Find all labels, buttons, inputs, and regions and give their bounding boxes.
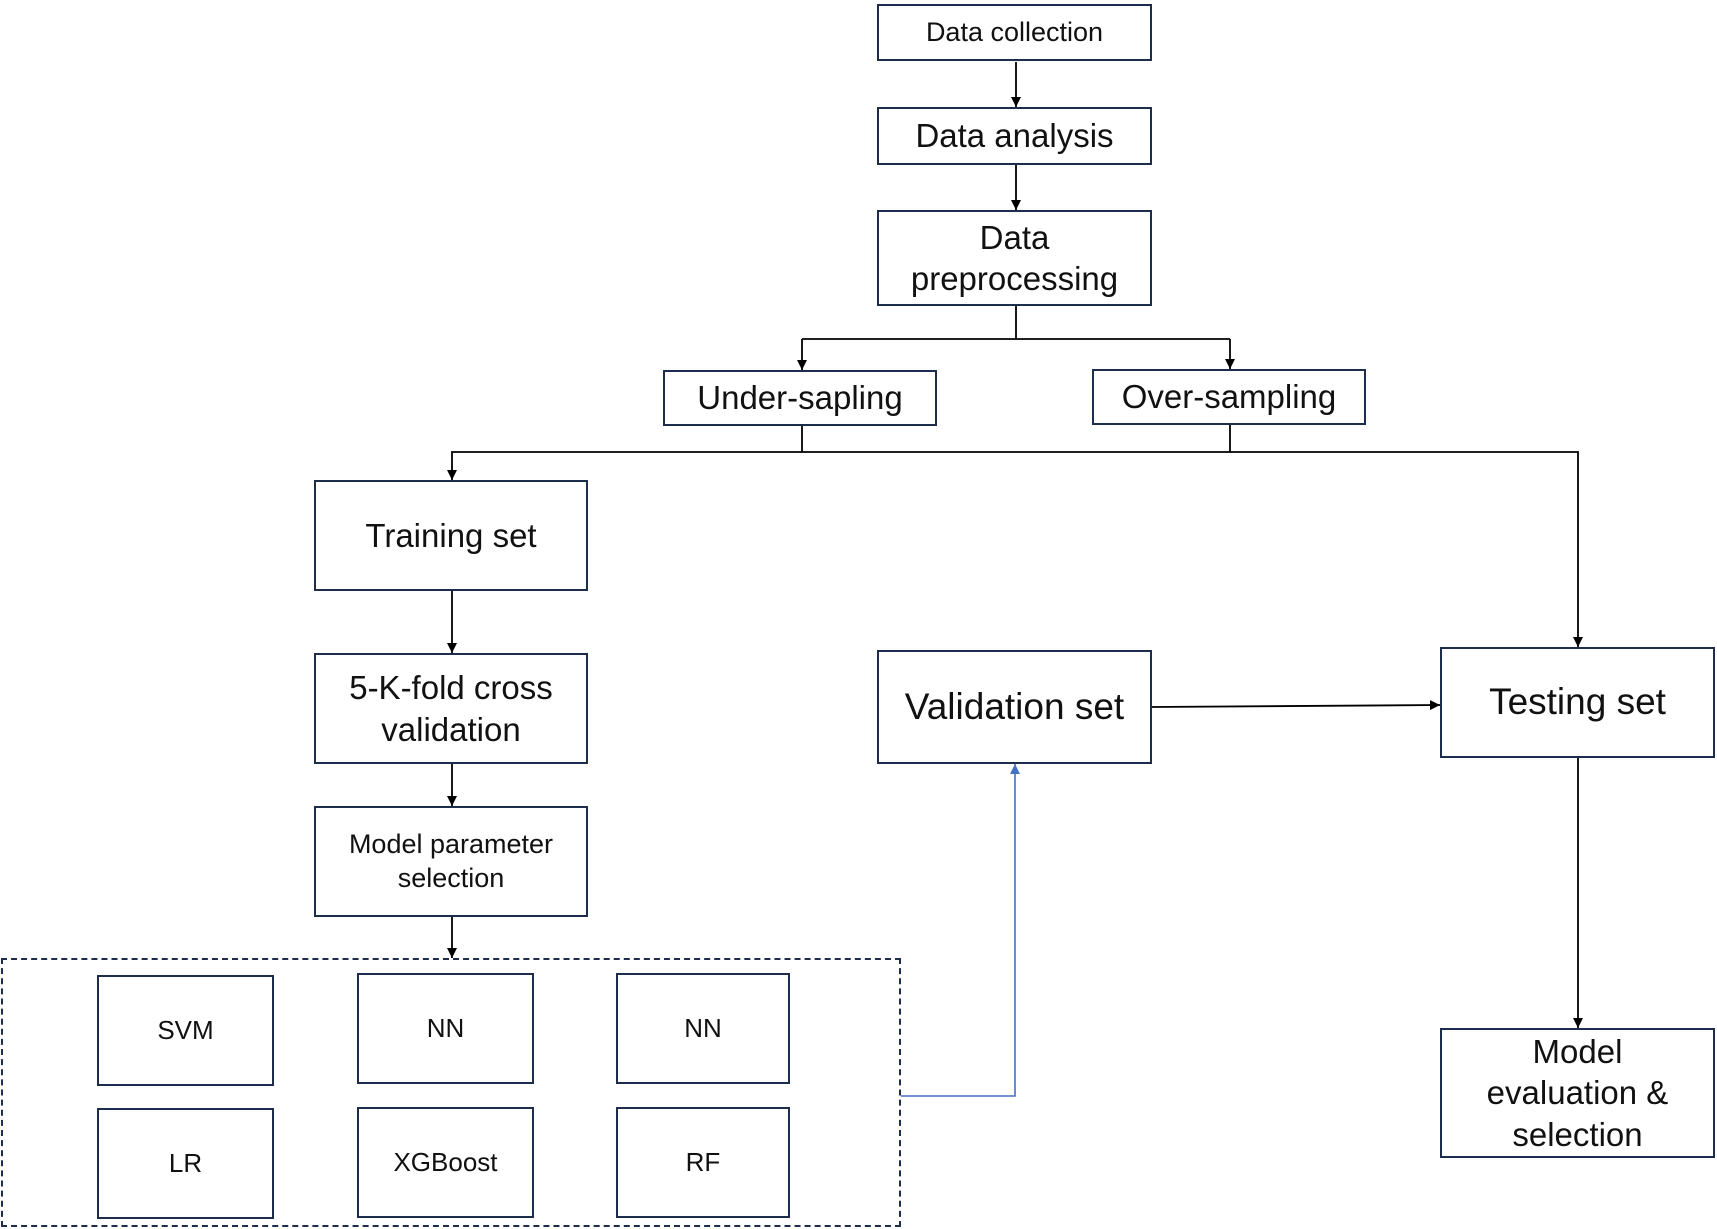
model-label-rf: RF: [685, 1147, 721, 1178]
step-training-set-label: Training set: [365, 516, 537, 554]
step-testing-set-label: Testing set: [1489, 681, 1666, 723]
step-over-sampling-label: Over-sampling: [1121, 378, 1337, 416]
model-box-nn-1: NN: [357, 973, 534, 1084]
model-box-lr: LR: [97, 1108, 274, 1219]
step-cross-validation: 5-K-fold cross validation: [314, 653, 588, 764]
model-label-svm: SVM: [157, 1015, 214, 1046]
step-training-set: Training set: [314, 480, 588, 591]
step-over-sampling: Over-sampling: [1092, 369, 1366, 425]
step-data-analysis: Data analysis: [877, 107, 1152, 165]
step-data-preprocessing: Data preprocessing: [877, 210, 1152, 306]
step-model-evaluation-label-line1: Model: [1532, 1033, 1623, 1071]
arrow-to-testing-set: [1230, 451, 1583, 647]
step-model-evaluation-label-line3: selection: [1512, 1115, 1643, 1153]
step-cross-validation-label-line1: 5-K-fold cross: [349, 669, 553, 707]
model-label-nn-2: NN: [684, 1013, 722, 1044]
feedback-arrow-models-to-validation: [901, 764, 1020, 1097]
step-testing-set: Testing set: [1440, 647, 1715, 758]
arrow-to-training-set: [447, 451, 802, 480]
model-box-rf: RF: [616, 1107, 790, 1218]
step-under-sampling: Under-sapling: [663, 370, 937, 426]
model-label-xgboost: XGBoost: [393, 1147, 498, 1178]
step-data-collection: Data collection: [877, 4, 1152, 61]
step-data-preprocessing-label-line1: Data: [979, 218, 1050, 256]
step-data-preprocessing-label-line2: preprocessing: [910, 260, 1119, 297]
arrow-validation-to-testing: [1151, 700, 1441, 711]
step-data-collection-label: Data collection: [925, 16, 1104, 47]
model-box-xgboost: XGBoost: [357, 1107, 534, 1218]
step-model-evaluation: Model evaluation & selection: [1440, 1028, 1715, 1158]
step-model-evaluation-label-line2: evaluation &: [1486, 1074, 1669, 1112]
step-under-sampling-label: Under-sapling: [697, 379, 903, 417]
step-validation-set: Validation set: [877, 650, 1152, 764]
model-box-nn-2: NN: [616, 973, 790, 1084]
models-group: [1, 958, 901, 1227]
step-model-parameter-selection: Model parameter selection: [314, 806, 588, 917]
model-label-nn-1: NN: [426, 1013, 465, 1044]
step-cross-validation-label-line2: validation: [381, 710, 521, 748]
step-data-analysis-label: Data analysis: [915, 117, 1114, 155]
step-validation-set-label: Validation set: [904, 685, 1125, 727]
step-model-parameter-selection-label-line1: Model parameter: [348, 828, 554, 859]
step-model-parameter-selection-label-line2: selection: [397, 862, 505, 893]
model-box-svm: SVM: [97, 975, 274, 1086]
model-label-lr: LR: [168, 1148, 203, 1179]
